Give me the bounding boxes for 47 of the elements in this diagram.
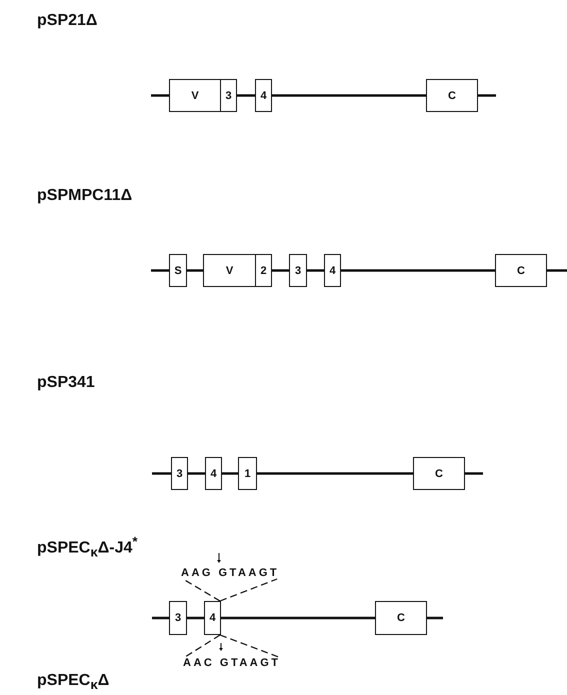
intron-line (187, 616, 204, 620)
exon-box: C (426, 79, 478, 112)
intron-line (151, 269, 169, 272)
exon-box: 4 (255, 79, 272, 112)
intron-line (152, 472, 171, 475)
exon-box: S (169, 254, 187, 287)
dashed-line (184, 634, 220, 658)
intron-line (222, 472, 238, 475)
dashed-line (182, 578, 220, 602)
intron-line (187, 269, 203, 272)
sequence-text: AAG GTAAGT (181, 566, 280, 580)
intron-line (341, 269, 495, 272)
exon-box: 3 (289, 254, 307, 287)
exon-box: 4 (204, 601, 221, 635)
dashed-line (220, 634, 279, 658)
intron-line (465, 472, 483, 475)
exon-box: 4 (324, 254, 341, 287)
intron-line (272, 94, 426, 97)
exon-box: 3 (171, 457, 188, 490)
exon-box: C (375, 601, 427, 635)
intron-line (272, 269, 289, 272)
intron-line (152, 616, 169, 620)
intron-line (478, 94, 496, 97)
exon-box: V (203, 254, 256, 287)
intron-line (188, 472, 205, 475)
construct-label: pSPMPC11Δ (37, 187, 132, 205)
intron-line (547, 269, 567, 272)
construct-label: pSP21Δ (37, 12, 98, 30)
sequence-text: AAC GTAAGT (183, 656, 281, 670)
intron-line (237, 94, 255, 97)
exon-box: 4 (205, 457, 222, 490)
exon-box: 3 (220, 79, 237, 112)
construct-label: pSPEC$_{κ}$Δ-J4$^{*}$ (37, 533, 138, 562)
intron-line (221, 616, 375, 620)
exon-box: 1 (238, 457, 257, 490)
exon-box: 3 (169, 601, 187, 635)
dashed-line (220, 578, 278, 602)
exon-box: 2 (255, 254, 272, 287)
intron-line (257, 472, 413, 475)
exon-box: V (169, 79, 221, 112)
construct-label: pSPEC$_{κ}$Δ (37, 672, 110, 694)
intron-line (151, 94, 169, 97)
exon-box: C (495, 254, 547, 287)
construct-label: pSP341 (37, 374, 95, 392)
intron-line (427, 616, 443, 620)
intron-line (307, 269, 324, 272)
exon-box: C (413, 457, 465, 490)
